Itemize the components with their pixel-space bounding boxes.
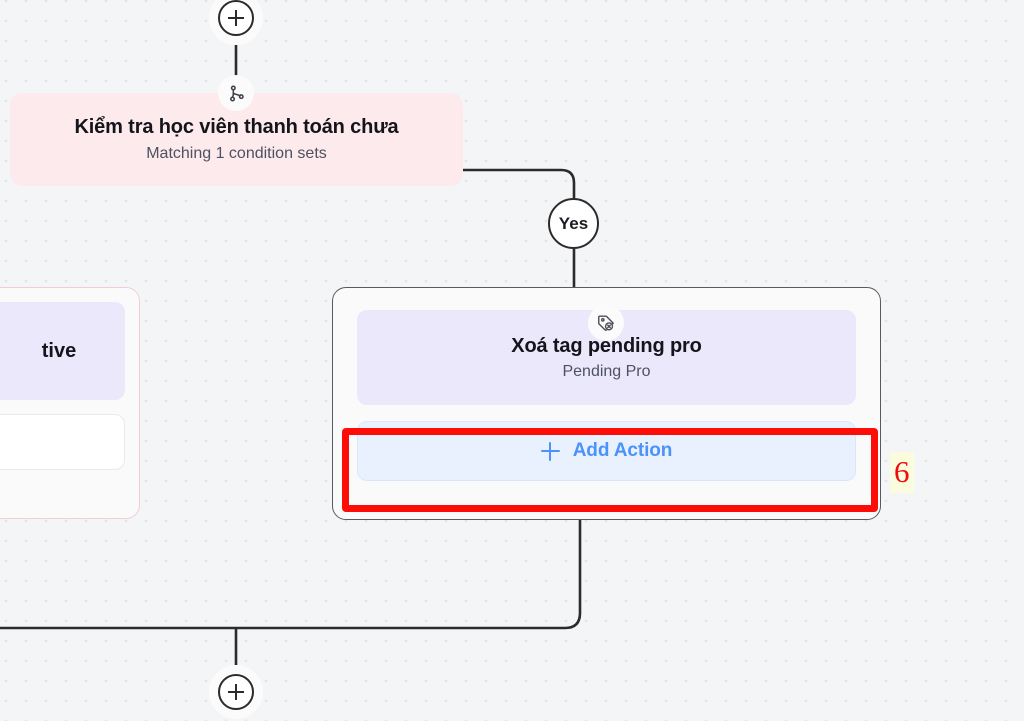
add-action-label: Add Action	[572, 440, 673, 461]
action-node-subtitle: Pending Pro	[562, 362, 651, 380]
plus-icon	[540, 441, 560, 461]
branch-icon	[218, 75, 254, 111]
neighbor-node-action-label: tive	[41, 339, 77, 362]
neighbor-node-add-action-button[interactable]	[0, 414, 125, 470]
condition-node-title: Kiểm tra học viên thanh toán chưa	[74, 116, 399, 138]
edge-action-to-bottom	[0, 520, 582, 630]
tag-remove-icon	[588, 305, 624, 341]
neighbor-node-card-left[interactable]: tive	[0, 287, 140, 519]
action-node-title: Xoá tag pending pro	[511, 334, 702, 357]
annotation-step-number: 6	[890, 452, 914, 493]
add-node-button-top[interactable]	[209, 0, 263, 45]
branch-label-yes-text: Yes	[558, 213, 589, 233]
plus-icon	[218, 674, 254, 710]
plus-icon	[218, 0, 254, 36]
edge-condition-to-yes	[462, 168, 576, 198]
branch-label-yes[interactable]: Yes	[548, 198, 599, 249]
add-action-button[interactable]: Add Action	[357, 421, 856, 481]
add-node-button-bottom[interactable]	[209, 665, 263, 719]
condition-node-subtitle: Matching 1 condition sets	[146, 145, 327, 162]
neighbor-node-action-block: tive	[0, 302, 125, 400]
